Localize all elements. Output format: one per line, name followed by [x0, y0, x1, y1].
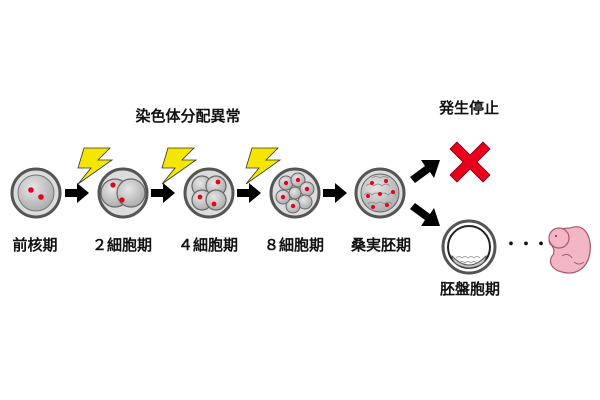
morula-embryo	[354, 167, 406, 219]
arrow-right-icon	[151, 183, 175, 203]
eight-cell-embryo	[269, 167, 321, 219]
stage-label-blastocyst: 胚盤胞期	[439, 280, 501, 298]
four-cell-embryo	[183, 167, 235, 219]
continuation-dots: ・・・	[503, 235, 548, 253]
fetus-icon	[548, 226, 591, 274]
pronuclear-embryo	[10, 167, 62, 219]
arrow-up-right-icon	[410, 160, 440, 183]
stage-label-pronuclear: 前核期	[12, 236, 58, 254]
lightning-bolt-icon	[77, 147, 114, 185]
red-x-icon	[449, 141, 491, 183]
arrow-right-icon	[65, 183, 89, 203]
lightning-bolt-icon	[245, 147, 282, 185]
chromosome-abnormality-header: 染色体分配異常	[135, 107, 241, 125]
two-cell-embryo	[97, 167, 149, 219]
arrow-down-right-icon	[410, 203, 440, 226]
arrow-right-icon	[323, 183, 347, 203]
stage-label-morula: 桑実胚期	[350, 236, 412, 254]
stage-label-4-cell: ４細胞期	[177, 236, 239, 254]
developmental-arrest-header: 発生停止	[438, 99, 500, 117]
lightning-bolt-icon	[161, 147, 198, 185]
stage-label-8-cell: ８細胞期	[263, 236, 325, 254]
blastocyst-embryo	[441, 219, 497, 275]
arrow-right-icon	[237, 183, 261, 203]
stage-label-2-cell: ２細胞期	[91, 236, 153, 254]
